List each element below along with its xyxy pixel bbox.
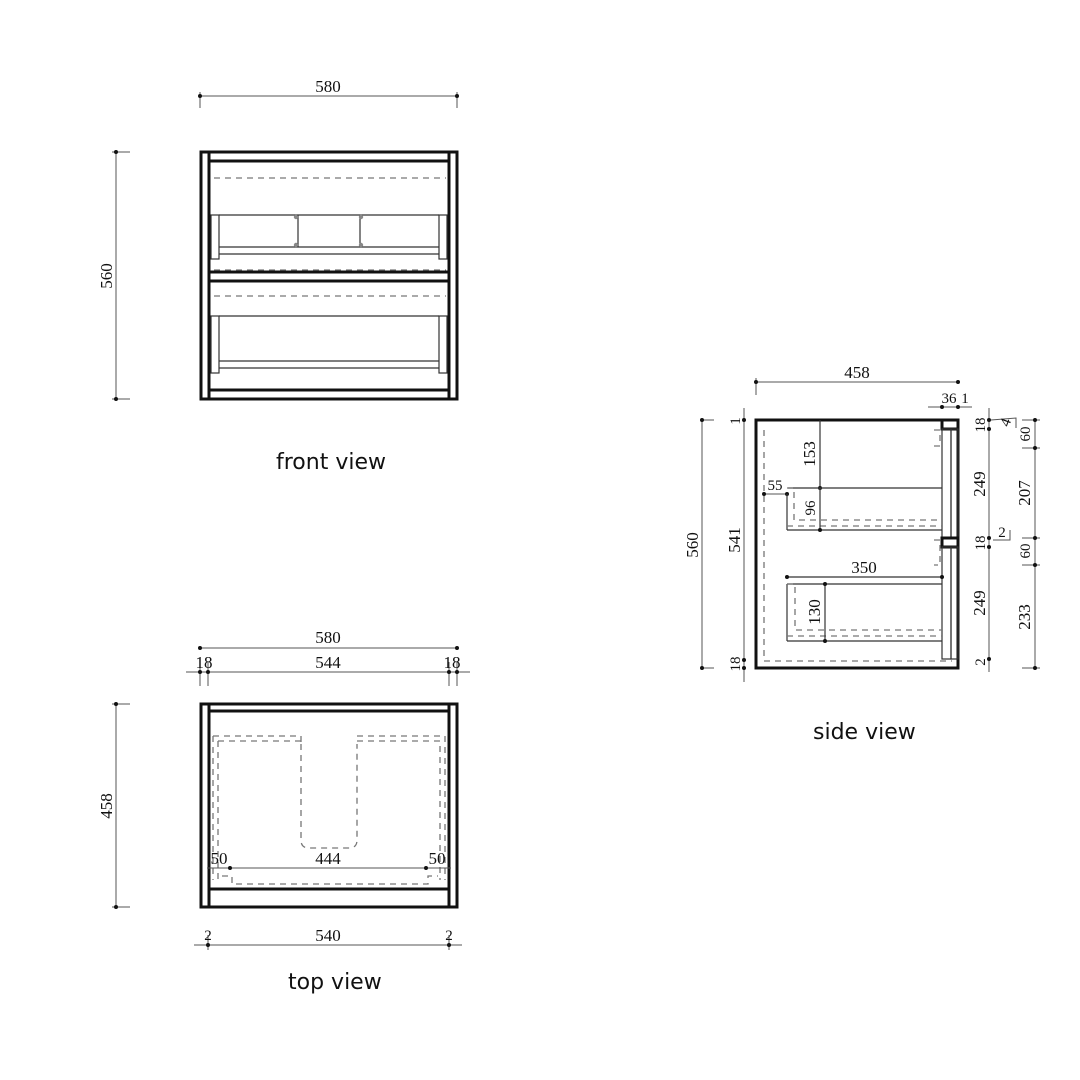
side-drawer2-130-label: 130: [805, 599, 824, 625]
top-right-offset-label: 50: [429, 849, 446, 868]
top-bottom-width-label: 540: [315, 926, 341, 945]
side-right-249-top-label: 249: [970, 471, 989, 497]
side-bottom-18-label: 18: [728, 657, 744, 672]
top-view-drawing: 580 18 544 18 458 50: [97, 628, 470, 950]
top-left-panel-label: 18: [196, 653, 213, 672]
side-right-2-mid-label: 2: [998, 525, 1006, 541]
side-drawer1-96-label: 96: [803, 500, 819, 516]
side-top-gap-label: 1: [728, 417, 744, 425]
side-height-label: 560: [683, 532, 702, 558]
top-view-caption: top view: [288, 970, 382, 995]
side-view-caption: side view: [813, 720, 916, 745]
side-far-60-top-label: 60: [1018, 427, 1034, 442]
front-height-label: 560: [97, 263, 116, 289]
side-right-18-top-label: 18: [973, 418, 989, 433]
top-inner-width-label: 544: [315, 653, 341, 672]
front-view-drawing: 580 560: [97, 77, 459, 401]
side-front-36-label: 36: [942, 391, 958, 407]
side-far-233-label: 233: [1015, 604, 1034, 630]
side-far-60-mid-label: 60: [1018, 544, 1034, 559]
side-drawer1-153-label: 153: [800, 441, 819, 467]
top-overall-width-label: 580: [315, 628, 341, 647]
top-left-offset-label: 50: [211, 849, 228, 868]
top-bottom-left-gap-label: 2: [204, 928, 212, 944]
front-view-caption: front view: [276, 450, 386, 475]
front-width-label: 580: [315, 77, 341, 96]
top-bottom-right-gap-label: 2: [445, 928, 453, 944]
side-front-1-label: 1: [961, 391, 969, 407]
side-far-207-label: 207: [1015, 480, 1034, 506]
side-drawer1-55-label: 55: [768, 478, 783, 494]
top-depth-label: 458: [97, 793, 116, 819]
side-right-2-bottom-label: 2: [973, 658, 989, 666]
side-drawer2-350-label: 350: [851, 558, 877, 577]
side-view-drawing: 458 36 1 560 541 18 1 153: [683, 363, 1040, 682]
top-right-panel-label: 18: [444, 653, 461, 672]
top-span-label: 444: [315, 849, 341, 868]
side-inner-height-label: 541: [725, 527, 744, 553]
side-depth-label: 458: [844, 363, 870, 382]
side-right-18-mid-label: 18: [973, 536, 989, 551]
side-right-249-bottom-label: 249: [970, 590, 989, 616]
